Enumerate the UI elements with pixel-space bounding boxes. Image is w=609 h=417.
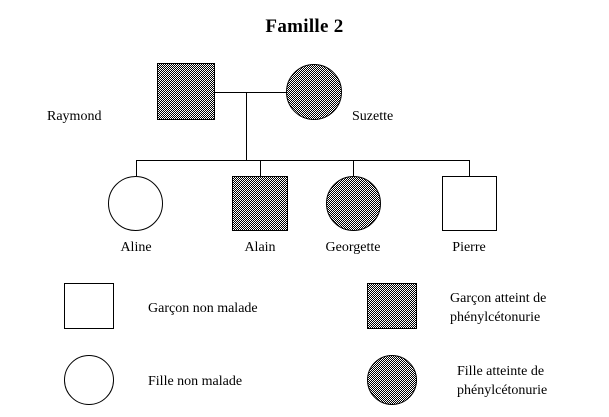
- pedigree-symbol-alain-affected-male[interactable]: [232, 176, 288, 231]
- legend-label-affected-male-line2: phénylcétonurie: [450, 310, 541, 325]
- pedigree-symbol-mother-affected-female[interactable]: [286, 64, 342, 120]
- label-suzette: Suzette: [352, 109, 394, 124]
- legend-label-affected-female: Fille atteinte de phénylcétonurie: [457, 362, 547, 400]
- legend-swatch-affected-male: [367, 283, 417, 329]
- pedigree-symbol-aline-unaffected-female[interactable]: [108, 176, 163, 231]
- label-georgette: Georgette: [325, 240, 381, 255]
- pedigree-symbol-pierre-unaffected-male[interactable]: [442, 176, 497, 231]
- legend-swatch-unaffected-female: [64, 355, 114, 405]
- legend-label-affected-female-line1: Fille atteinte de: [457, 364, 545, 379]
- sibship-line: [136, 160, 470, 161]
- label-pierre: Pierre: [452, 240, 486, 255]
- legend-label-unaffected-female: Fille non malade: [148, 372, 242, 391]
- pedigree-symbol-georgette-affected-female[interactable]: [326, 176, 381, 231]
- label-aline: Aline: [120, 240, 152, 255]
- drop-line-alain: [260, 160, 261, 176]
- drop-line-georgette: [353, 160, 354, 176]
- label-raymond: Raymond: [47, 109, 102, 124]
- label-alain: Alain: [244, 240, 276, 255]
- legend-swatch-affected-female: [367, 355, 417, 405]
- legend-label-affected-male: Garçon atteint de phénylcétonurie: [450, 289, 546, 327]
- legend-swatch-unaffected-male: [64, 283, 114, 329]
- pedigree-symbol-father-affected-male[interactable]: [157, 63, 215, 120]
- drop-line-aline: [136, 160, 137, 176]
- legend-label-unaffected-male-line1: Garçon non malade: [148, 301, 258, 316]
- page-title: Famille 2: [265, 16, 344, 37]
- legend-label-affected-female-line2: phénylcétonurie: [457, 383, 548, 398]
- mating-line: [215, 92, 286, 93]
- legend-label-unaffected-female-line1: Fille non malade: [148, 374, 243, 389]
- descent-line: [246, 92, 247, 160]
- legend-label-unaffected-male: Garçon non malade: [148, 299, 258, 318]
- legend-label-affected-male-line1: Garçon atteint de: [450, 291, 547, 306]
- drop-line-pierre: [469, 160, 470, 176]
